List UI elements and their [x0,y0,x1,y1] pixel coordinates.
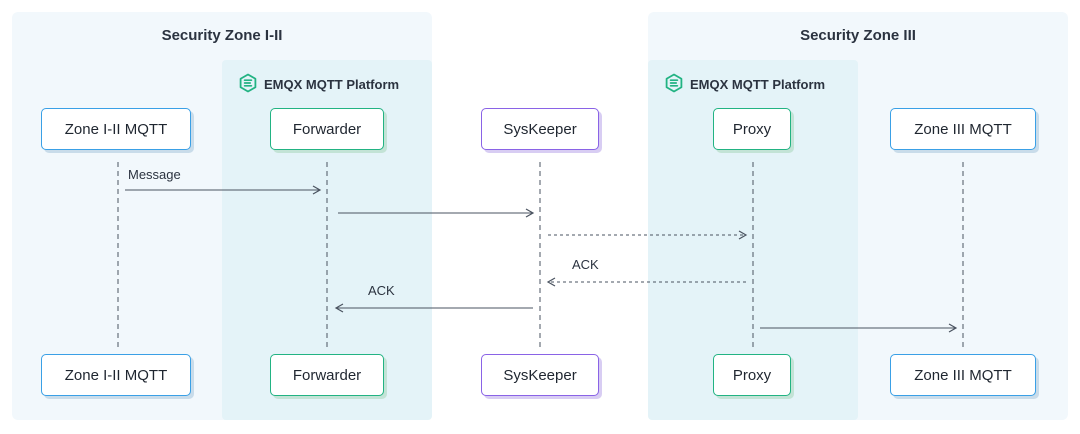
participant-zone12-mqtt-bottom[interactable]: Zone I-II MQTT [41,354,191,396]
message-label: Message [128,167,181,182]
emqx-logo-icon [238,73,258,96]
participant-zone3-mqtt-bottom[interactable]: Zone III MQTT [890,354,1036,396]
emqx-logo-icon [664,73,684,96]
zone-1-2-title: Security Zone I-II [161,27,283,44]
participant-syskeeper-bottom[interactable]: SysKeeper [481,354,599,396]
platform-label-right-text: EMQX MQTT Platform [690,77,826,92]
participant-proxy-top[interactable]: Proxy [713,108,791,150]
participant-forwarder-top[interactable]: Forwarder [270,108,384,150]
ack-label-forwarder: ACK [368,283,395,298]
platform-label-left-text: EMQX MQTT Platform [264,77,400,92]
platform-label-right: EMQX MQTT Platform [664,73,825,96]
platform-label-left: EMQX MQTT Platform [238,73,399,96]
zone-3-title: Security Zone III [800,27,916,44]
participant-syskeeper-top[interactable]: SysKeeper [481,108,599,150]
participant-zone3-mqtt-top[interactable]: Zone III MQTT [890,108,1036,150]
participant-zone12-mqtt-top[interactable]: Zone I-II MQTT [41,108,191,150]
participant-forwarder-bottom[interactable]: Forwarder [270,354,384,396]
ack-label-proxy: ACK [572,257,599,272]
participant-proxy-bottom[interactable]: Proxy [713,354,791,396]
